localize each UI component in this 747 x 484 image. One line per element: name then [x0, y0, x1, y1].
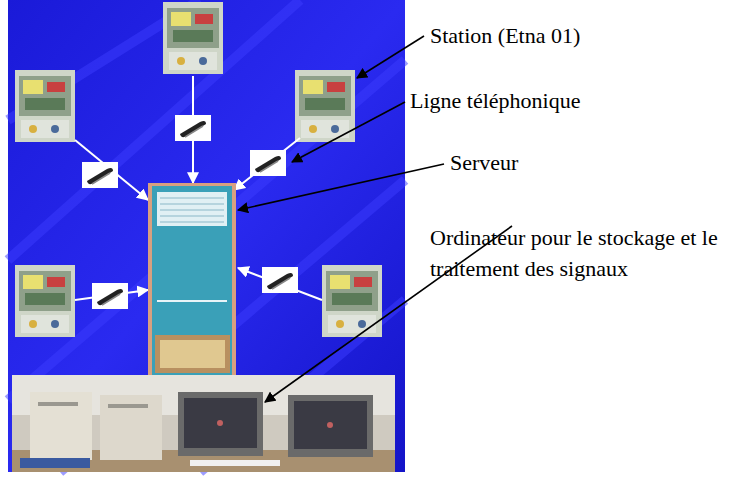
callout-label: Serveur: [450, 147, 730, 178]
callout-label: Ligne téléphonique: [410, 85, 730, 116]
callout-label: Ordinateur pour le stockage et le traite…: [430, 222, 744, 284]
callout-label: Station (Etna 01): [430, 20, 730, 51]
